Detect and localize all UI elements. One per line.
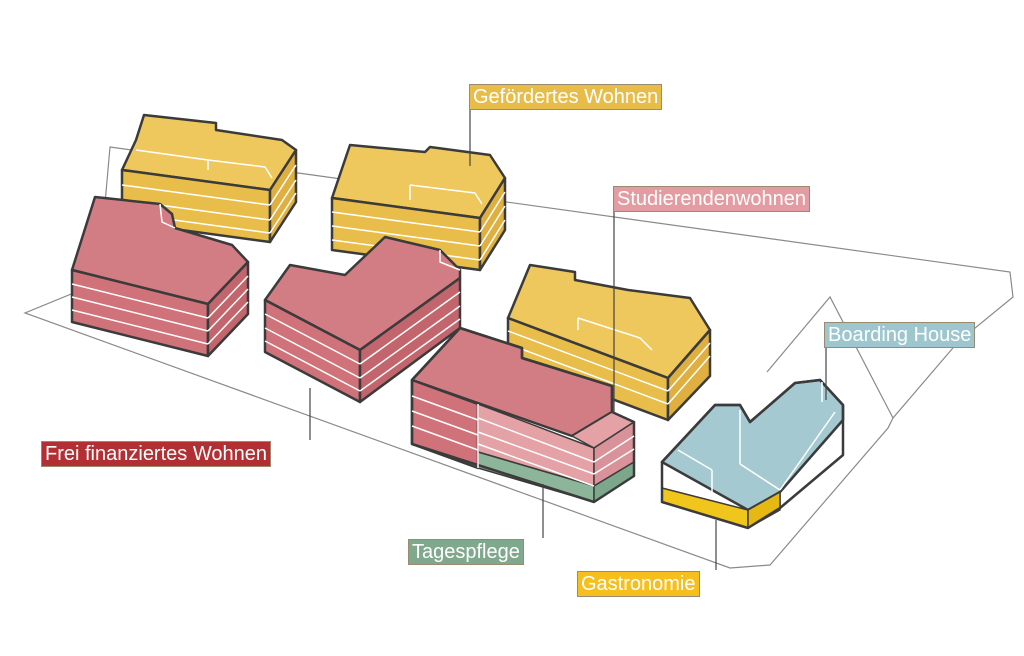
label-gastronomie: Gastronomie (577, 571, 700, 597)
label-frei-finanziertes-wohnen: Frei finanziertes Wohnen (41, 441, 271, 467)
floor-lines (507, 317, 711, 405)
building-mixed (410, 326, 636, 504)
label-studierendenwohnen: Studierendenwohnen (613, 186, 811, 212)
building-mixed-outline (410, 326, 636, 504)
leader-lines (309, 108, 827, 570)
label-tagespflege: Tagespflege (408, 539, 524, 565)
building-frei-left (70, 195, 250, 358)
floor-lines (71, 203, 249, 345)
label-boarding-house: Boarding House (824, 322, 976, 348)
building-frei-middle (263, 235, 462, 404)
floor-lines (264, 250, 461, 392)
facade-right (268, 148, 298, 244)
site-boundary-inner (766, 295, 894, 419)
facade-right (666, 328, 712, 422)
site-boundary (23, 146, 1014, 569)
boarding-outline (660, 378, 845, 530)
building-boarding-house (660, 378, 845, 530)
floor-lines (411, 395, 635, 487)
building-gefoerdert-right (506, 263, 712, 422)
roof-lines (677, 382, 836, 498)
label-gefoerdertes-wohnen: Gefördertes Wohnen (469, 84, 663, 110)
